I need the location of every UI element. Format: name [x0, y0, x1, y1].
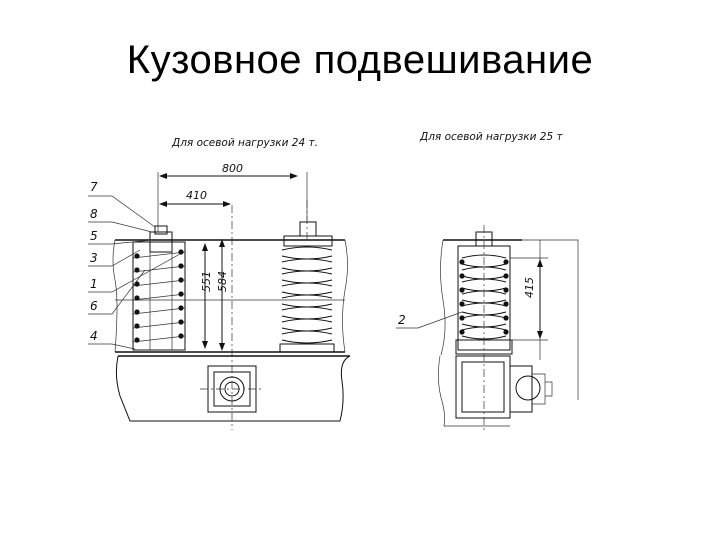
left-view: 800 410 551 584 7 8 5 3 1 6 4 [88, 162, 351, 430]
left-caption: Для осевой нагрузки 24 т. [171, 137, 318, 149]
callout-2: 2 [398, 313, 406, 327]
callout-8: 8 [90, 207, 98, 221]
right-side-frame [438, 355, 553, 427]
side-frame [115, 355, 351, 422]
left-spring-outer [132, 241, 186, 351]
callout-4: 4 [90, 329, 98, 343]
right-spring [279, 221, 335, 353]
callout-5: 5 [90, 229, 98, 243]
callout-1: 1 [90, 277, 98, 291]
dimension-415: 415 [523, 277, 536, 298]
right-caption: Для осевой нагрузки 25 т [419, 131, 563, 143]
dimension-584: 584 [216, 271, 229, 292]
dimension-800: 800 [222, 162, 243, 175]
dimension-410: 410 [186, 189, 207, 202]
callout-6: 6 [90, 299, 98, 313]
dimension-551: 551 [200, 271, 213, 292]
callout-3: 3 [90, 251, 98, 265]
callout-7: 7 [90, 180, 98, 194]
slide-title: Кузовное подвешивание [126, 38, 594, 82]
right-view: 415 2 [396, 225, 579, 430]
left-wedge [149, 231, 173, 253]
